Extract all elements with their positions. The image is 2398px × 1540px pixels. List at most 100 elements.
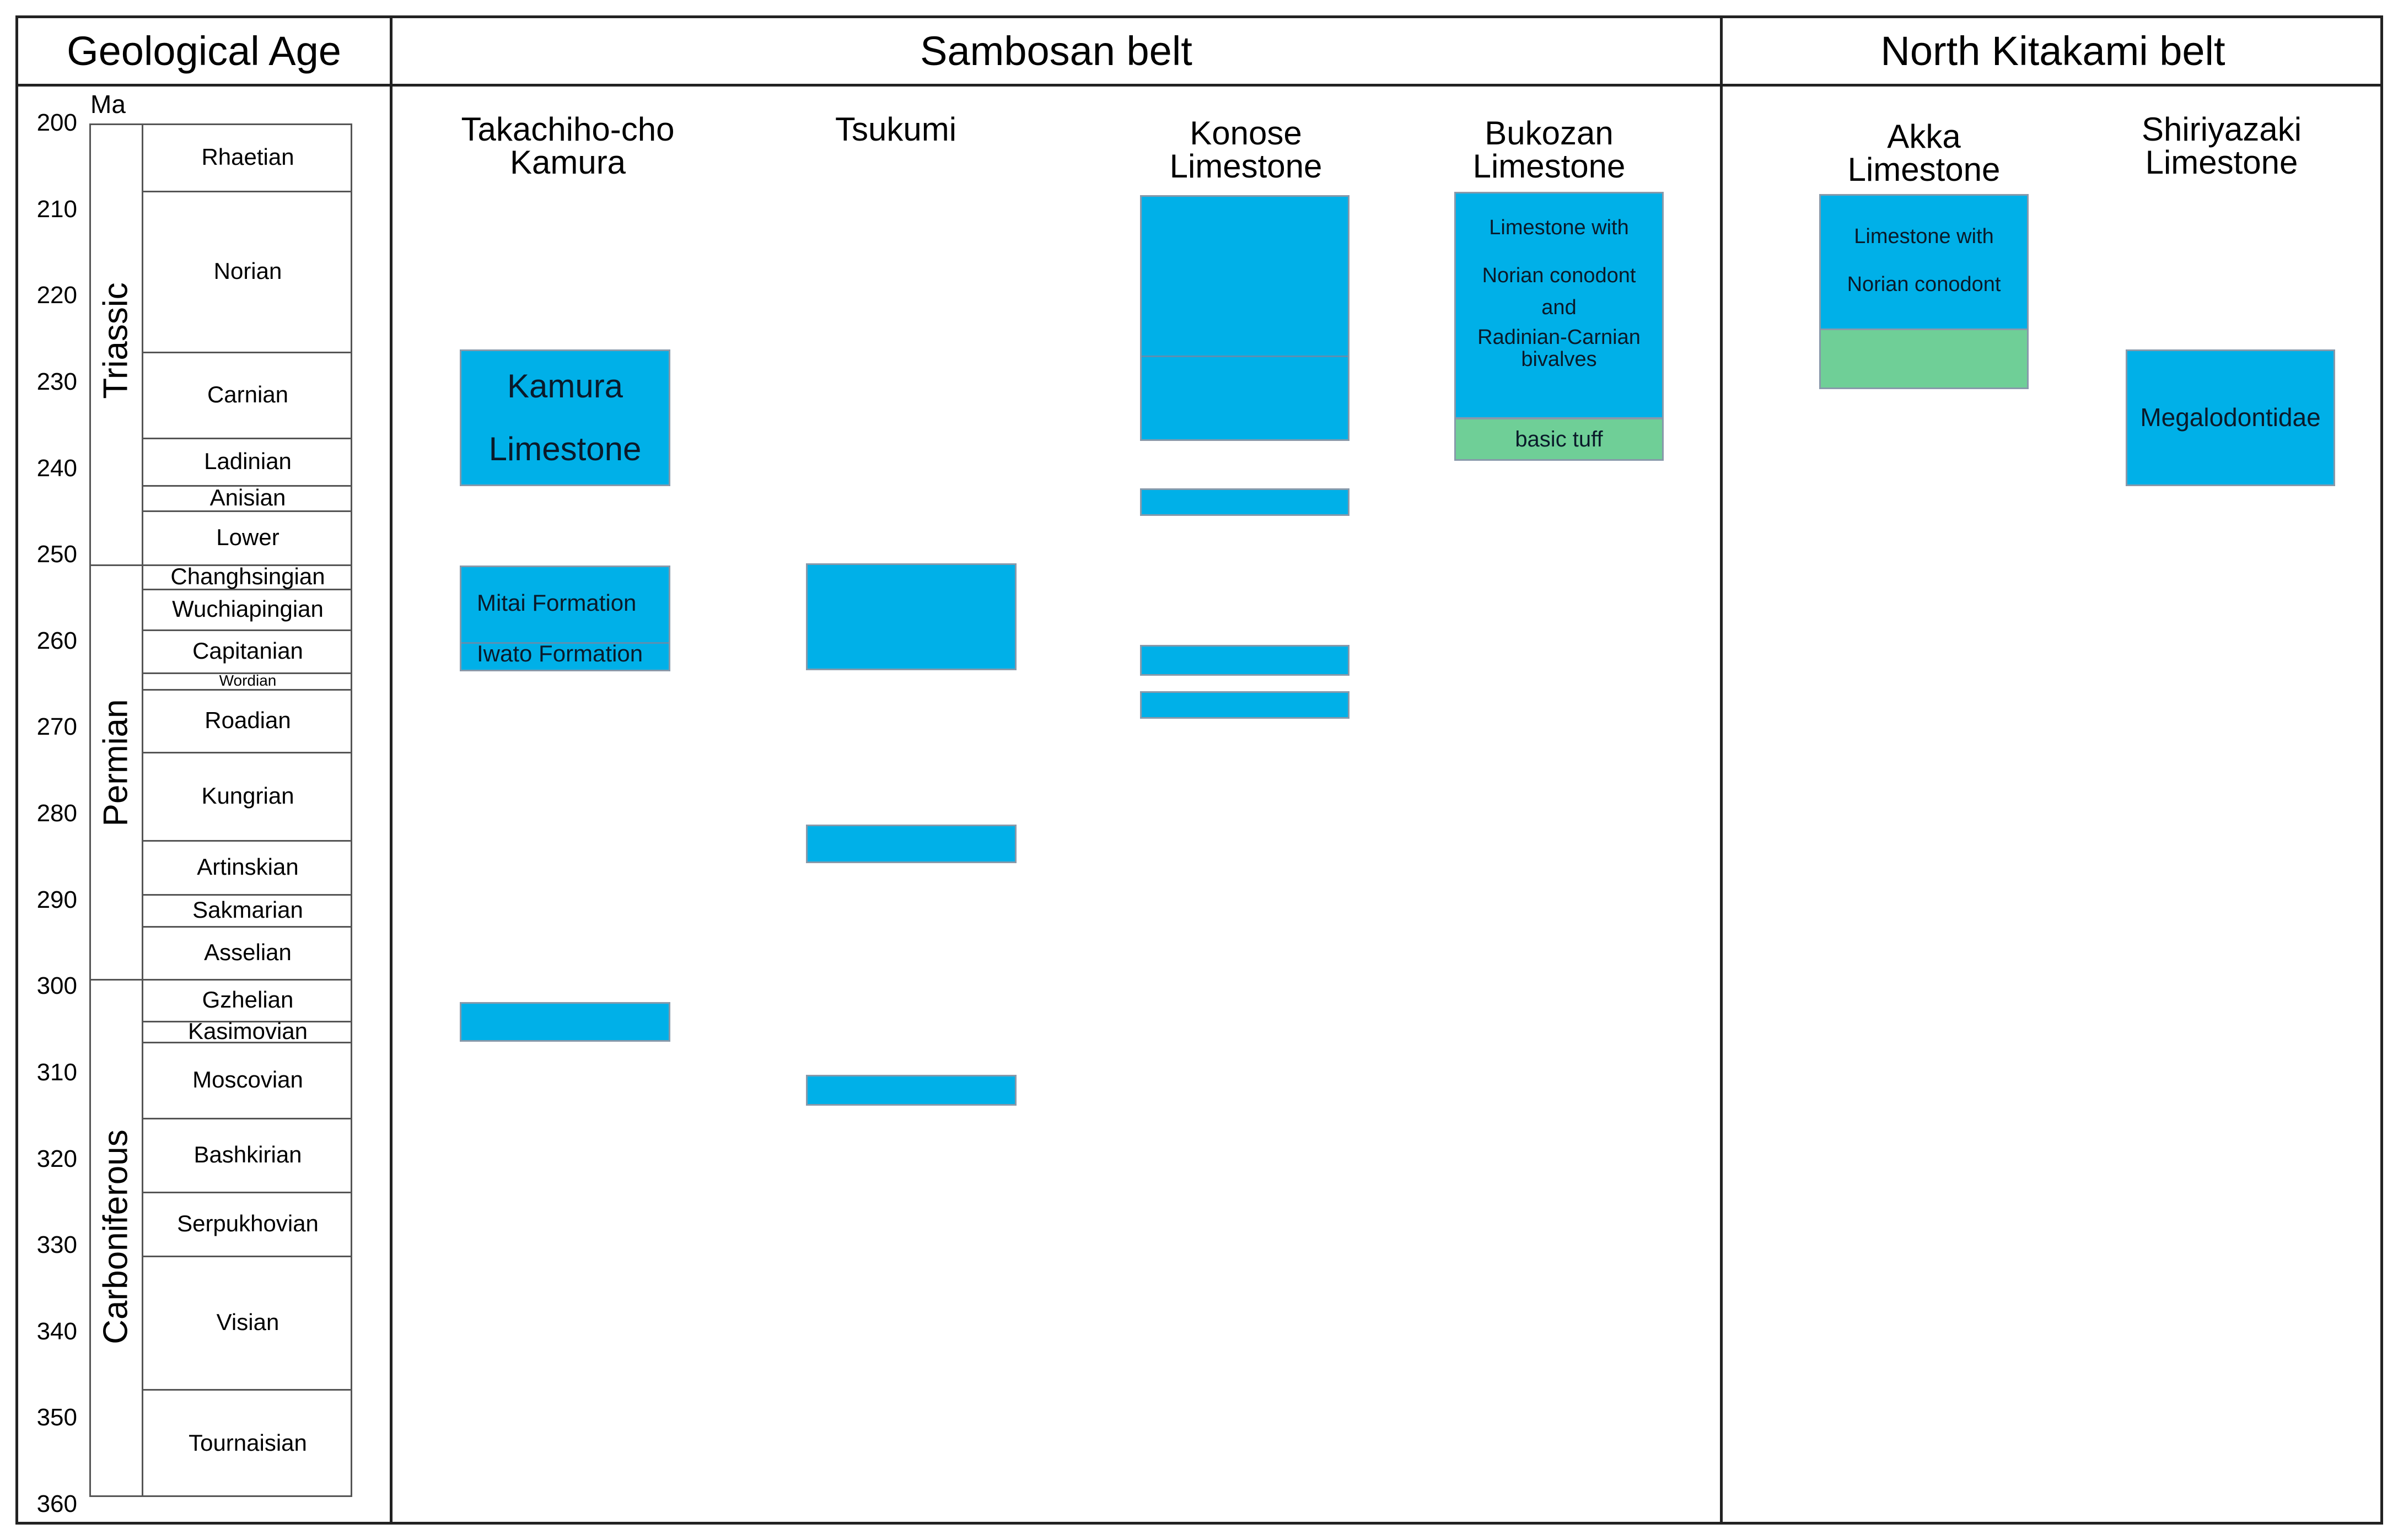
stage-boundary — [142, 894, 352, 896]
stage-norian: Norian — [213, 258, 282, 284]
age-column-divider — [390, 15, 393, 1525]
konose-triassic-block — [1140, 195, 1349, 441]
column-title-konose: Konose Limestone — [1169, 115, 1322, 185]
kamura-limestone-block: Kamura Limestone — [460, 349, 670, 486]
bukozan-label-4: Radinian-Carnian — [1477, 326, 1641, 349]
stage-boundary — [142, 840, 352, 842]
akka-limestone-block: Limestone with Norian conodont — [1819, 194, 2029, 331]
akka-label-2: Norian conodont — [1847, 273, 2001, 297]
axis-unit: Ma — [90, 90, 126, 119]
axis-tick-label: 280 — [36, 800, 77, 827]
stage-wuchiapingian: Wuchiapingian — [172, 596, 324, 622]
mitai-iwato-block: Mitai Formation Iwato Formation — [460, 566, 670, 671]
axis-tick-label: 290 — [36, 886, 77, 913]
konose-permian-block-1 — [1140, 645, 1349, 676]
axis-tick-label: 240 — [36, 454, 77, 482]
stage-tournaisian: Tournaisian — [189, 1430, 307, 1456]
stage-wordian: Wordian — [219, 672, 277, 689]
period-carboniferous: Carboniferous — [96, 1129, 135, 1344]
stage-kungrian: Kungrian — [201, 783, 294, 809]
axis-tick-label: 330 — [36, 1231, 77, 1259]
takachiho-carboniferous-block — [460, 1002, 670, 1042]
header-north-kitakami-belt: North Kitakami belt — [1880, 28, 2225, 74]
header-geological-age: Geological Age — [67, 28, 341, 74]
column-title-akka: Akka Limestone — [1847, 118, 2001, 188]
column-title-takachiho: Takachiho-cho Kamura — [461, 111, 675, 181]
stage-boundary — [142, 672, 352, 674]
stage-gzhelian: Gzhelian — [202, 987, 294, 1013]
basic-tuff-block: basic tuff — [1454, 418, 1664, 461]
mitai-formation-label: Mitai Formation — [477, 590, 637, 616]
stage-bashkirian: Bashkirian — [193, 1141, 302, 1167]
tsukumi-permian-block-1 — [806, 563, 1017, 670]
stage-anisian: Anisian — [209, 484, 286, 510]
basic-tuff-label: basic tuff — [1515, 427, 1603, 451]
stage-visian: Visian — [216, 1309, 279, 1335]
akka-green-block — [1819, 329, 2029, 389]
stage-ladinian: Ladinian — [204, 448, 292, 474]
axis-tick-label: 250 — [36, 541, 77, 568]
stage-boundary — [142, 589, 352, 590]
konose-anisian-block — [1140, 488, 1349, 516]
bukozan-label-5: bivalves — [1521, 348, 1597, 371]
axis-tick-label: 350 — [36, 1404, 77, 1431]
permian-carboniferous-boundary — [89, 979, 352, 981]
axis-tick-label: 360 — [36, 1490, 77, 1517]
konose-permian-block-2 — [1140, 691, 1349, 719]
stage-roadian: Roadian — [205, 707, 291, 733]
stage-boundary — [142, 1021, 352, 1022]
stage-boundary — [142, 629, 352, 631]
stage-boundary — [142, 1256, 352, 1257]
stage-kasimovian: Kasimovian — [187, 1018, 308, 1044]
stage-boundary — [142, 689, 352, 691]
axis-tick-label: 210 — [36, 195, 77, 223]
tsukumi-carboniferous-block — [806, 1075, 1017, 1106]
tsukumi-permian-block-2 — [806, 825, 1017, 863]
stage-boundary — [142, 752, 352, 753]
column-title-bukozan: Bukozan Limestone — [1472, 115, 1626, 185]
bukozan-limestone-block: Limestone with Norian conodont and Radin… — [1454, 192, 1664, 419]
stage-changhsingian: Changhsingian — [170, 563, 325, 589]
stage-lower: Lower — [216, 524, 279, 550]
axis-tick-label: 310 — [36, 1058, 77, 1086]
konose-inner-divider — [1142, 356, 1348, 357]
axis-tick-label: 320 — [36, 1145, 77, 1172]
kamura-label-1: Kamura — [507, 368, 623, 405]
stage-boundary — [142, 438, 352, 439]
period-triassic: Triassic — [96, 282, 135, 399]
stage-boundary — [142, 510, 352, 512]
iwato-formation-label: Iwato Formation — [477, 640, 643, 666]
column-title-shiriyazaki: Shiriyazaki Limestone — [2141, 111, 2302, 181]
axis-tick-label: 270 — [36, 713, 77, 741]
akka-label-1: Limestone with — [1854, 225, 1994, 248]
stage-sakmarian: Sakmarian — [192, 897, 303, 923]
bukozan-label-1: Limestone with — [1489, 216, 1629, 239]
axis-tick-label: 260 — [36, 627, 77, 654]
axis-tick-label: 200 — [36, 109, 77, 136]
bukozan-label-3: and — [1541, 295, 1577, 319]
axis-tick-label: 230 — [36, 368, 77, 395]
period-permian: Permian — [96, 699, 135, 827]
stage-boundary — [142, 352, 352, 353]
belt-divider — [1720, 15, 1723, 1525]
stage-boundary — [142, 1042, 352, 1043]
stage-asselian: Asselian — [204, 939, 292, 965]
megalodontidae-label: Megalodontidae — [2140, 403, 2321, 432]
stage-carnian: Carnian — [207, 381, 289, 407]
stage-serpukhovian: Serpukhovian — [177, 1210, 319, 1236]
kamura-label-2: Limestone — [488, 430, 642, 467]
header-separator — [15, 84, 2383, 87]
stage-artinskian: Artinskian — [197, 854, 299, 880]
triassic-permian-boundary — [89, 564, 352, 566]
stage-moscovian: Moscovian — [192, 1067, 303, 1092]
stage-rhaetian: Rhaetian — [201, 144, 294, 170]
stage-boundary — [142, 1118, 352, 1119]
stage-boundary — [142, 1389, 352, 1391]
stage-boundary — [142, 1192, 352, 1193]
column-title-tsukumi: Tsukumi — [835, 111, 957, 148]
axis-tick-label: 340 — [36, 1317, 77, 1345]
header-sambosan-belt: Sambosan belt — [920, 28, 1192, 74]
formation-divider — [461, 642, 669, 644]
shiriyazaki-limestone-block: Megalodontidae — [2126, 349, 2335, 486]
axis-tick-label: 300 — [36, 972, 77, 1000]
